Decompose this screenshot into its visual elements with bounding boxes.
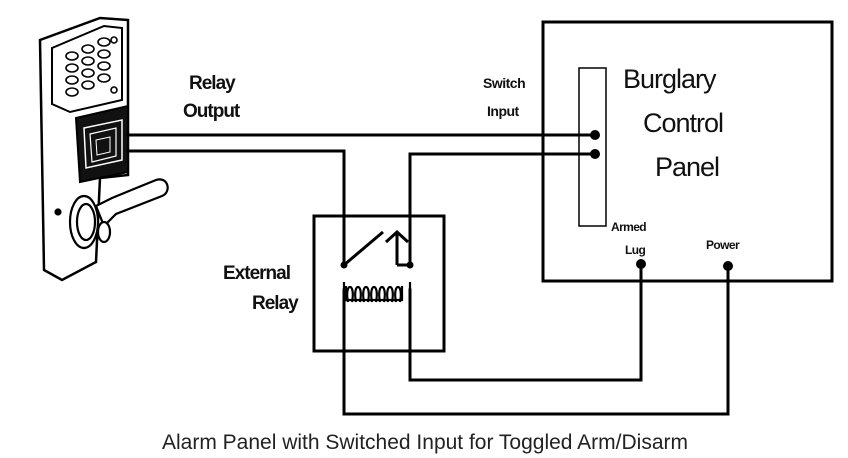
keypad-buttons [65, 36, 118, 97]
relay-output-label-line2: Output [183, 101, 241, 122]
wire-coil-to-armed-lug [408, 262, 643, 382]
power-label: Power [706, 238, 740, 252]
switch-input-label-line2: Input [487, 103, 520, 119]
relay-coil-symbol [342, 282, 412, 303]
wire-relay-output-to-relay-contact [126, 149, 346, 267]
lever-handle [54, 178, 169, 250]
armed-lug-label-line1: Armed [611, 220, 646, 234]
external-relay-box [312, 214, 446, 353]
switch-input-terminal-2 [590, 149, 600, 159]
card-reader [74, 104, 129, 184]
panel-title-line2: Control [643, 108, 723, 138]
relay-contact-symbol [340, 229, 414, 269]
wire-coil-to-power [342, 264, 730, 416]
panel-title-line3: Panel [655, 152, 719, 182]
external-relay-label-line2: Relay [252, 293, 299, 314]
switch-input-terminal-strip [578, 67, 607, 227]
switch-input-label-line1: Switch [483, 75, 525, 91]
external-relay-label-line1: External [223, 263, 290, 284]
armed-lug-label-line2: Lug [625, 243, 645, 257]
diagram-caption: Alarm Panel with Switched Input for Togg… [162, 431, 688, 454]
keypad-lock-device [38, 16, 169, 282]
power-terminal [723, 261, 733, 271]
switch-input-terminal-1 [590, 130, 600, 140]
panel-title-line1: Burglary [623, 64, 717, 94]
burglary-control-panel [541, 20, 834, 283]
wires [126, 133, 730, 416]
armed-lug-terminal [636, 259, 646, 269]
relay-output-label-line1: Relay [189, 73, 236, 94]
wire-switch-input-2-to-relay [408, 152, 597, 267]
